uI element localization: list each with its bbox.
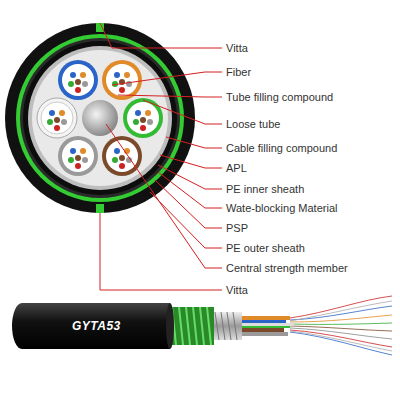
- cable-marking: GYTA53: [72, 319, 121, 333]
- part-label: Vitta: [226, 283, 248, 297]
- central-member: [82, 100, 118, 136]
- part-label: Cable filling compound: [226, 141, 337, 155]
- part-label: Wate-blocking Material: [226, 201, 337, 215]
- part-label: Loose tube: [226, 117, 280, 131]
- part-label: PSP: [226, 221, 248, 235]
- part-label: APL: [226, 161, 247, 175]
- part-label: Tube filling compound: [226, 90, 333, 104]
- leader-lines: [100, 23, 222, 290]
- loose-tubes: [37, 60, 163, 176]
- cross-section: [5, 23, 195, 213]
- cable-side-view: [12, 296, 392, 355]
- part-label: Vitta: [226, 41, 248, 55]
- part-label: Central strength member: [226, 261, 348, 275]
- part-label: PE inner sheath: [226, 182, 304, 196]
- part-label: PE outer sheath: [226, 241, 305, 255]
- part-label: Fiber: [226, 65, 251, 79]
